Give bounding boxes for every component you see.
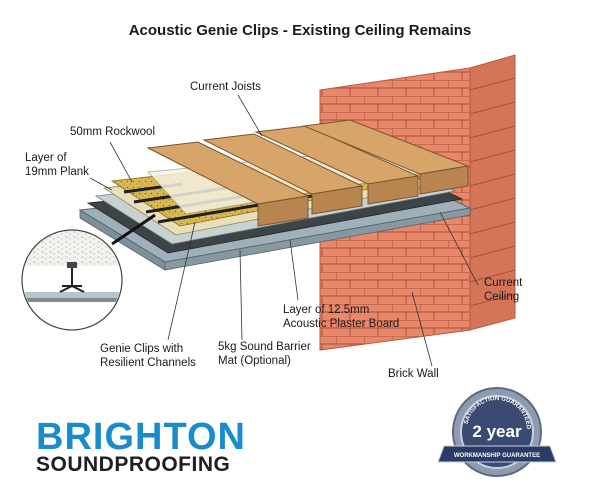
label-plaster-line2: Acoustic Plaster Board — [283, 318, 399, 330]
joist — [146, 141, 310, 227]
labels: Current Joists 50mm Rockwool Layer of 19… — [25, 81, 523, 380]
badge-center-text: 2 year — [472, 422, 522, 441]
label-plank-line1: Layer of — [25, 152, 67, 164]
joist — [202, 133, 364, 215]
logo-line2: SOUNDPROOFING — [36, 453, 231, 476]
guarantee-badge: SATISFACTION GUARANTEED 2 year WORKMANSH… — [437, 387, 557, 477]
joist — [302, 119, 470, 195]
leader-lines — [89, 94, 479, 367]
label-ceiling-line1: Current — [484, 277, 523, 289]
joist — [254, 125, 420, 205]
joists — [146, 119, 470, 227]
logo-line1: BRIGHTON — [36, 416, 246, 458]
badge-ribbon-text: WORKMANSHIP GUARANTEE — [454, 453, 540, 459]
label-barrier-line1: 5kg Sound Barrier — [218, 341, 311, 353]
label-genie-line2: Resilient Channels — [100, 357, 196, 369]
label-rockwool: 50mm Rockwool — [70, 126, 155, 138]
label-current-joists: Current Joists — [190, 81, 261, 93]
label-barrier-line2: Mat (Optional) — [218, 355, 291, 367]
brighton-logo: BRIGHTON SOUNDPROOFING — [36, 416, 256, 480]
label-ceiling-line2: Ceiling — [484, 291, 519, 303]
label-genie-line1: Genie Clips with — [100, 343, 183, 355]
label-plank-line2: 19mm Plank — [25, 166, 89, 178]
diagram-title: Acoustic Genie Clips - Existing Ceiling … — [128, 22, 472, 39]
label-plaster-line1: Layer of 12.5mm — [283, 304, 369, 316]
label-brick-wall: Brick Wall — [388, 368, 439, 380]
